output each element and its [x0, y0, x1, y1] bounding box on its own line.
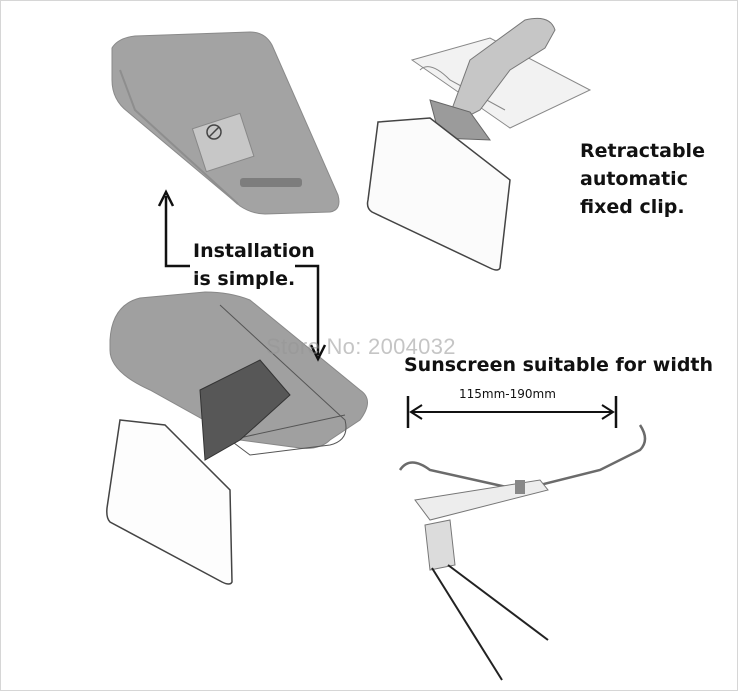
caption-line: automatic: [580, 168, 688, 190]
clip-side-view-bottom-right: [398, 424, 647, 681]
sun-visor-top-left: [111, 31, 340, 215]
caption-retractable-clip: Retractable automatic fixed clip.: [580, 137, 705, 221]
caption-line: Retractable: [580, 140, 705, 162]
caption-line: fixed clip.: [580, 196, 685, 218]
width-measurement: [406, 396, 618, 428]
caption-width-title: Sunscreen suitable for width: [404, 354, 714, 376]
visor-installed-bottom-left: [106, 291, 368, 585]
caption-line: is simple.: [193, 268, 296, 290]
caption-line: Installation: [193, 240, 315, 262]
visor-clip-top-right: [366, 17, 592, 271]
caption-installation: Installation is simple.: [193, 237, 315, 293]
width-range-label: 115mm-190mm: [459, 387, 556, 401]
store-watermark: Store No: 2004032: [266, 334, 456, 359]
installation-arrows: [157, 189, 327, 362]
